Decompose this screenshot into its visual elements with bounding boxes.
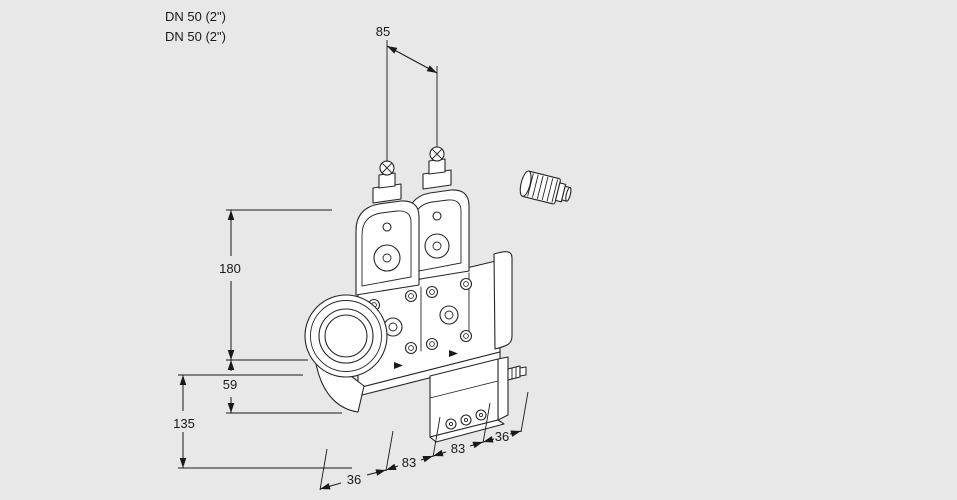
dim-85-label: 85 [376,24,390,39]
pipe-size-label-line1: DN 50 (2") [165,9,226,24]
dim-83-left-label: 83 [402,455,416,470]
valve-assembly [304,146,572,443]
valve-body-right-end [493,251,513,350]
pipe-size-label-line2: DN 50 (2") [165,29,226,44]
flow-direction-arrows [394,350,458,369]
actuator-cap-front [372,160,402,204]
connection-size-labels: DN 50 (2") DN 50 (2") [165,9,226,44]
dimension-135: 135 [173,374,352,469]
dimension-59: 59 [223,360,342,414]
inlet-flange [304,294,388,378]
pressure-tap-bosses [383,305,459,337]
actuator-cap-rear [422,146,452,190]
dimension-annotations: 85 180 59 1 [173,24,529,491]
dim-135-label: 135 [173,416,195,431]
sealing-plug [519,170,572,205]
body-front-details [367,272,473,369]
dimension-85: 85 [376,24,438,162]
dim-180-label: 180 [219,261,241,276]
dimension-bottom-chain: 36 83 83 36 [319,391,529,491]
dim-36-right-label: 36 [495,429,509,444]
lower-servo-module [429,356,527,443]
solenoid-actuator-front [355,160,420,296]
side-nipple [507,365,527,381]
dim-36-left-label: 36 [347,472,361,487]
solenoid-actuator-rear [407,146,470,282]
dim-85-line [386,45,438,74]
dim-83-right-label: 83 [451,441,465,456]
dim-59-label: 59 [223,377,237,392]
dimension-180: 180 [219,209,332,361]
